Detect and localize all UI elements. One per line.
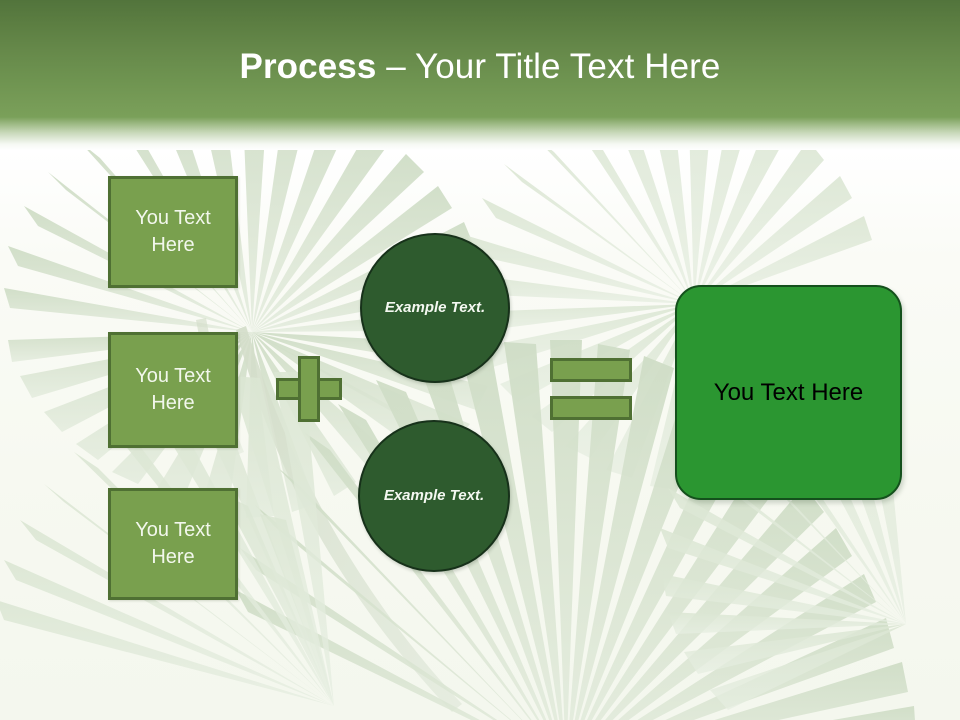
example-circle-1[interactable]: Example Text. (360, 233, 510, 383)
example-circle-1-label: Example Text. (384, 299, 486, 316)
page-title: Process – Your Title Text Here (0, 46, 960, 88)
step-box-3[interactable]: You Text Here (108, 488, 238, 600)
step-box-1-label: You Text Here (135, 207, 211, 256)
step-box-2[interactable]: You Text Here (108, 332, 238, 448)
result-box[interactable]: You Text Here (675, 285, 902, 500)
plus-operator-icon (276, 356, 342, 422)
step-box-1[interactable]: You Text Here (108, 176, 238, 288)
step-box-3-label: You Text Here (135, 519, 211, 568)
example-circle-2[interactable]: Example Text. (358, 420, 510, 572)
equals-bottom-bar (550, 396, 632, 420)
equals-top-bar (550, 358, 632, 382)
result-box-label: You Text Here (713, 378, 864, 406)
page-title-strong: Process (239, 47, 377, 86)
plus-center-fill (301, 381, 317, 397)
example-circle-2-label: Example Text. (383, 487, 485, 504)
step-box-2-label: You Text Here (135, 365, 211, 414)
page-title-rest: – Your Title Text Here (376, 47, 721, 86)
equals-operator-icon (550, 358, 632, 420)
title-band (0, 0, 960, 150)
